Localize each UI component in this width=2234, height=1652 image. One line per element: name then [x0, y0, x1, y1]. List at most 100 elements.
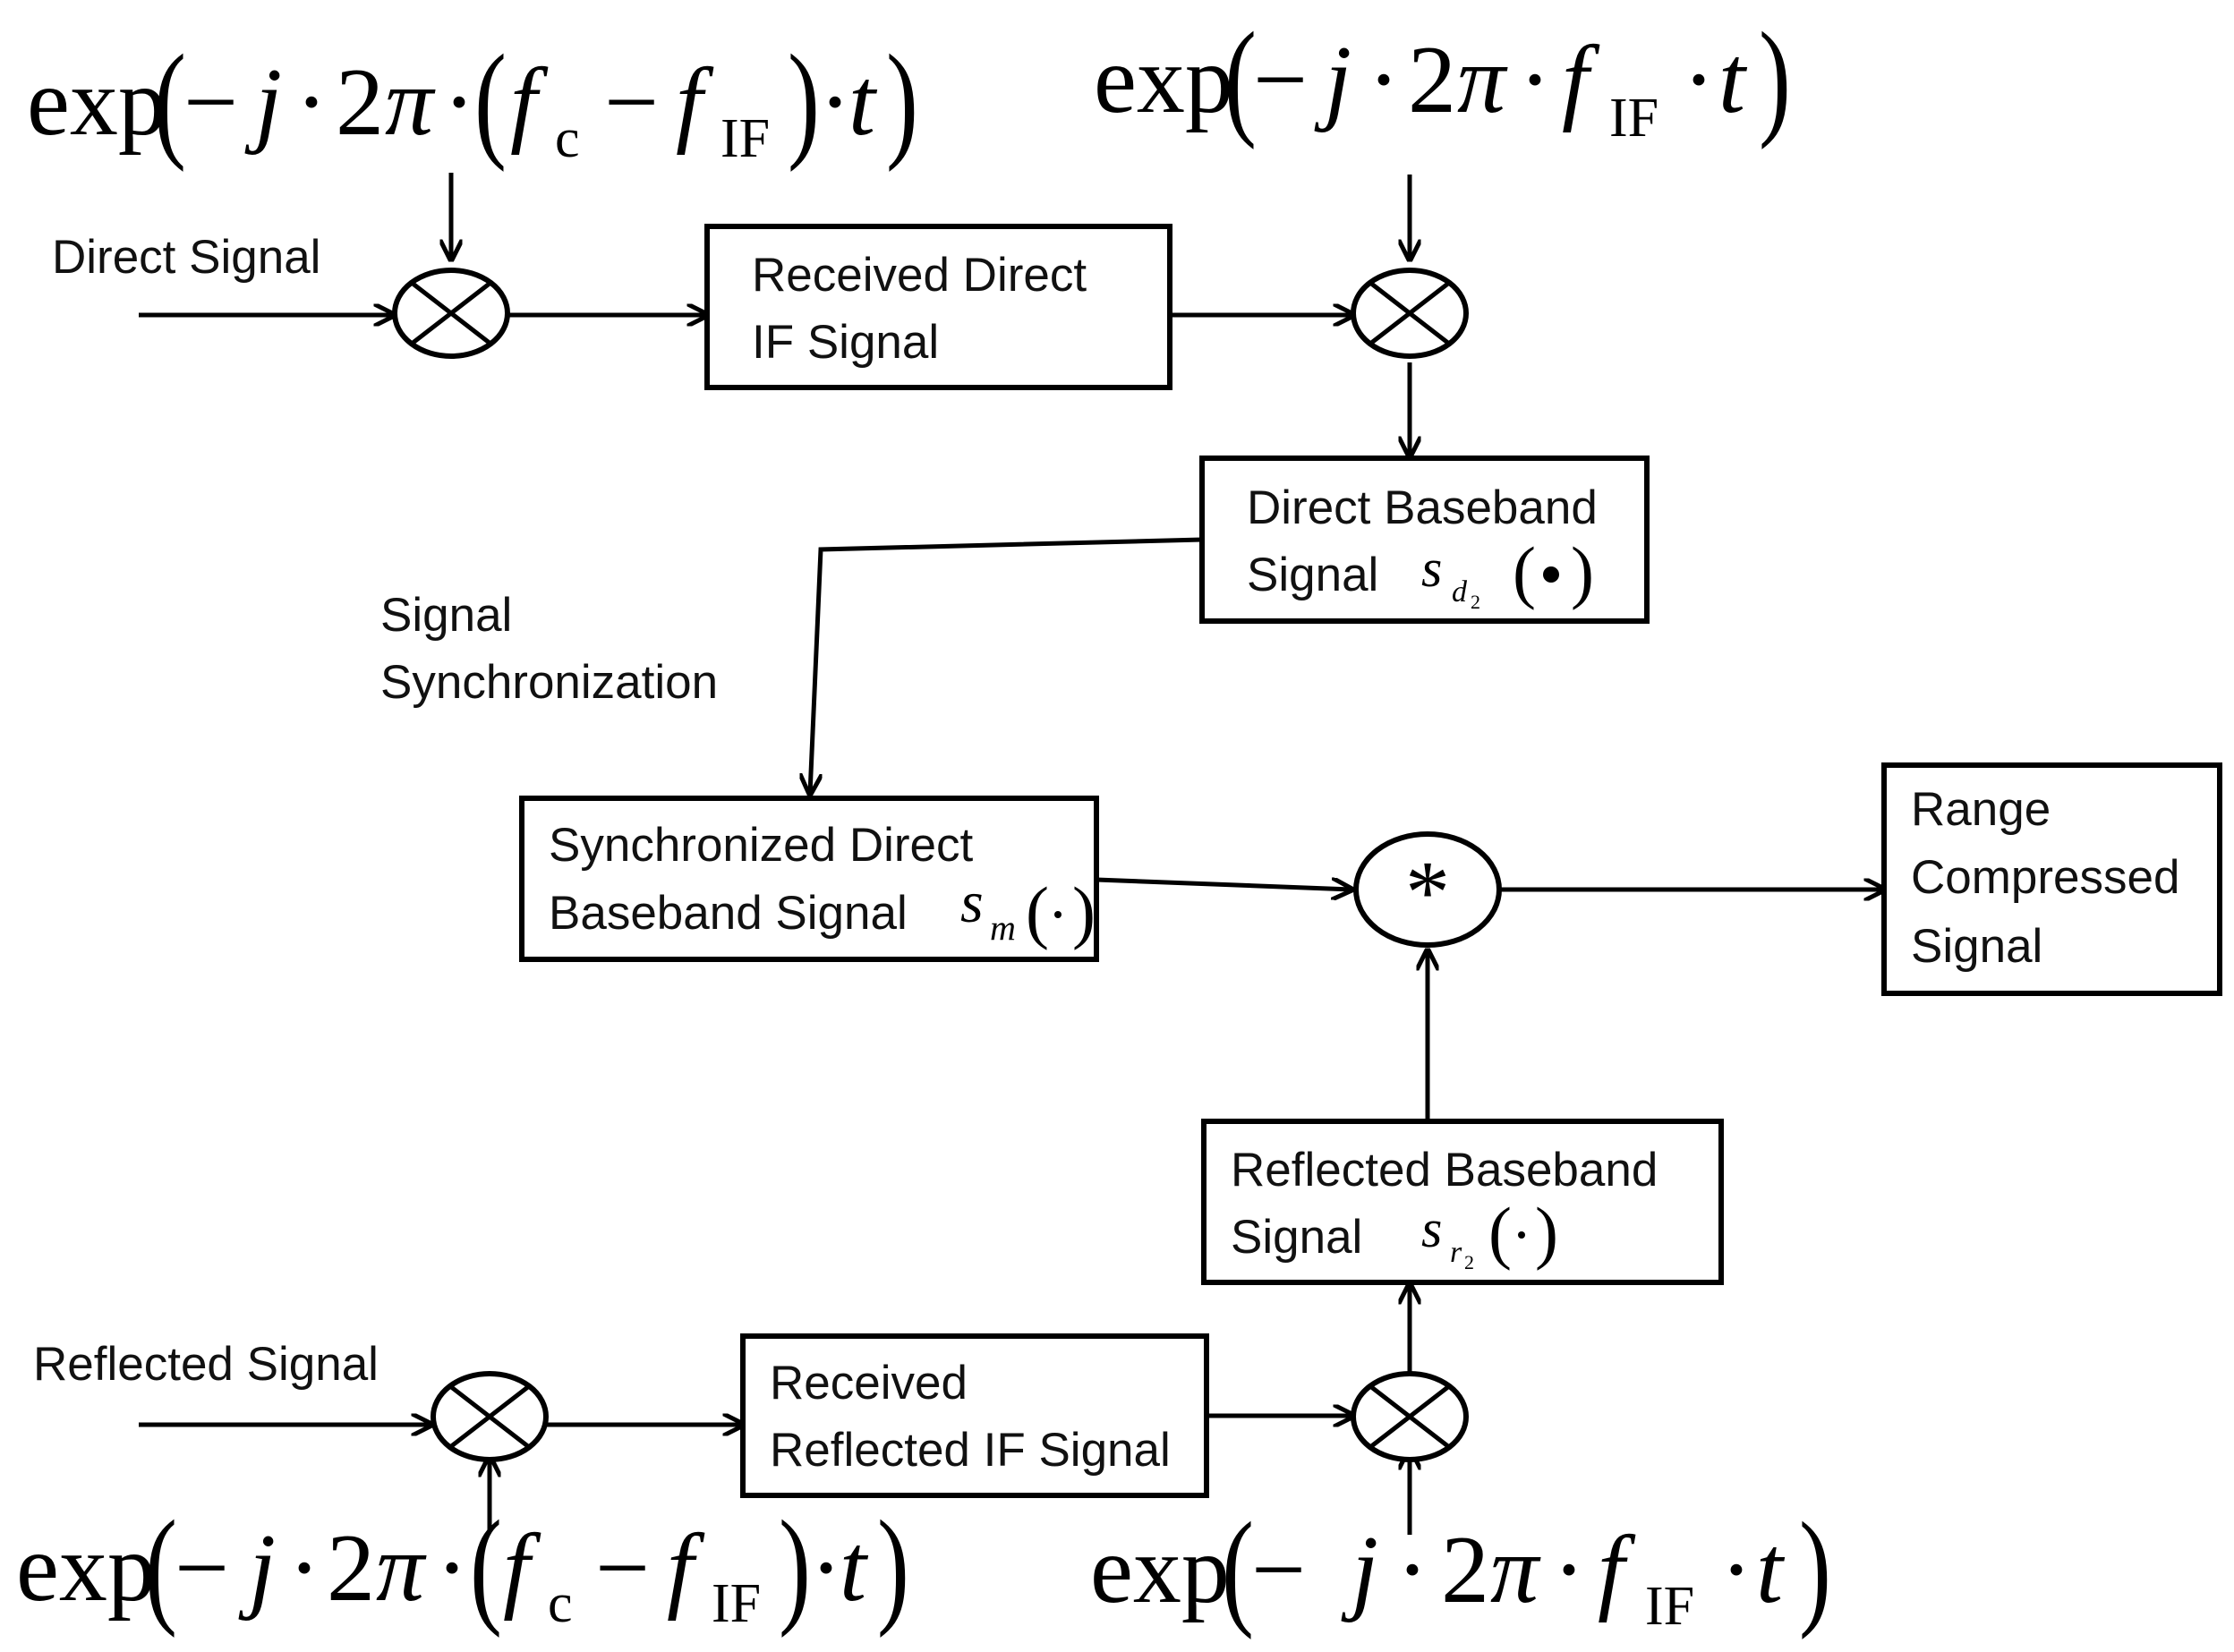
- close-paren: ): [1535, 1193, 1558, 1271]
- if-subscript: IF: [1609, 88, 1658, 149]
- block-label-line2: IF Signal: [752, 316, 939, 369]
- signal-subscript: d: [1452, 575, 1468, 609]
- signal-sub-subscript: 2: [1464, 1251, 1474, 1273]
- t-symbol: t: [1756, 1517, 1786, 1623]
- oscillator-top-right: exp ( − j · 2 π · f IF · t ): [1094, 5, 1791, 149]
- input-label-direct-signal: Direct Signal: [52, 231, 320, 284]
- dot-operator: ·: [1519, 27, 1551, 133]
- mixer-top-right: [1351, 268, 1469, 359]
- minus-sign: −: [183, 49, 238, 156]
- oscillator-top-left: exp ( − j · 2 π · ( f c − f IF ) · t ): [27, 28, 918, 172]
- block-label-line1: Synchronized Direct: [549, 819, 974, 872]
- block-frame: [704, 224, 1172, 390]
- block-label-line1: Range: [1911, 783, 2051, 836]
- exp-text: exp: [1094, 27, 1233, 133]
- dot-operator: ·: [810, 1515, 842, 1622]
- block-label-line2: Compressed: [1911, 851, 2179, 904]
- signal-subscript: m: [990, 907, 1016, 948]
- open-paren: (: [474, 28, 507, 172]
- t-symbol: t: [848, 49, 878, 156]
- dot-operator: ·: [1683, 27, 1715, 133]
- dot-operator: ·: [1553, 1517, 1585, 1623]
- close-paren: ): [877, 1494, 909, 1638]
- j-symbol: j: [1314, 27, 1351, 133]
- open-paren: (: [1224, 5, 1257, 149]
- block-label-line3: Signal: [1911, 920, 2042, 973]
- correlator-ellipse: [1353, 831, 1502, 948]
- minus-sign: −: [175, 1515, 229, 1622]
- two-digit: 2: [327, 1515, 375, 1622]
- dot-operator: ·: [1368, 27, 1400, 133]
- annotation-sync-line1: Signal: [380, 589, 512, 642]
- input-label-reflected-signal: Reflected Signal: [33, 1338, 379, 1391]
- bullet-icon: [1543, 566, 1559, 583]
- cross-icon: [1369, 1384, 1451, 1449]
- mixer-top-left: [392, 268, 510, 359]
- dot-operator: ·: [819, 49, 851, 156]
- connections: [139, 173, 1884, 1535]
- dot-operator: ·: [443, 49, 475, 156]
- j-symbol: j: [238, 1515, 276, 1622]
- if-subscript: IF: [1645, 1576, 1694, 1637]
- block-reflected-baseband: Reflected Baseband Signal s r 2 ( ): [1201, 1119, 1724, 1285]
- dot-operator: ·: [436, 1515, 468, 1622]
- exp-text: exp: [1090, 1517, 1230, 1623]
- block-direct-baseband: Direct Baseband Signal s d 2 ( ): [1199, 456, 1650, 624]
- dot-operator: ·: [1396, 1517, 1428, 1623]
- f-symbol: f: [510, 49, 549, 156]
- pi-symbol: π: [376, 1515, 427, 1622]
- minus-sign: −: [595, 1515, 650, 1622]
- open-paren: (: [470, 1494, 502, 1638]
- block-received-direct-if: Received Direct IF Signal: [704, 224, 1172, 390]
- block-label-line1: Reflected Baseband: [1231, 1144, 1658, 1196]
- block-label-line2: Reflected IF Signal: [770, 1424, 1171, 1477]
- mixer-bottom-right: [1351, 1371, 1469, 1462]
- j-symbol: j: [1341, 1517, 1378, 1623]
- exp-text: exp: [27, 49, 166, 156]
- close-paren: ): [886, 28, 918, 172]
- f-symbol: f: [1598, 1517, 1636, 1623]
- block-label-line2: Signal: [1231, 1211, 1362, 1264]
- f-symbol: f: [1562, 27, 1600, 133]
- block-synchronized-direct: Synchronized Direct Baseband Signal s m …: [519, 796, 1099, 962]
- if-subscript: IF: [712, 1573, 761, 1634]
- minus-sign: −: [1253, 27, 1308, 133]
- block-frame: [1199, 456, 1650, 624]
- signal-symbol: s: [960, 870, 984, 935]
- cross-icon: [448, 1384, 531, 1449]
- arrow-signal-synchronization: [810, 537, 1203, 794]
- signal-symbol: s: [1421, 1199, 1442, 1258]
- close-paren: ): [1072, 873, 1096, 950]
- t-symbol: t: [1718, 27, 1748, 133]
- block-received-reflected-if: Received Reflected IF Signal: [740, 1333, 1209, 1498]
- block-label-line1: Direct Baseband: [1247, 481, 1598, 534]
- dot-operator: ·: [295, 49, 328, 156]
- mixer-bottom-left: [431, 1371, 549, 1462]
- dot-operator: ·: [288, 1515, 320, 1622]
- block-frame: [519, 796, 1099, 962]
- close-paren: ): [1799, 1495, 1831, 1639]
- close-paren: ): [788, 28, 820, 172]
- close-paren: ): [1571, 532, 1594, 610]
- dot-icon: [1518, 1231, 1525, 1239]
- signal-subscript: r: [1450, 1236, 1462, 1269]
- two-digit: 2: [1408, 27, 1456, 133]
- correlation-operator: *: [1405, 842, 1450, 941]
- block-label-line1: Received Direct: [752, 249, 1087, 302]
- open-paren: (: [1222, 1495, 1254, 1639]
- oscillator-bottom-left: exp ( − j · 2 π · ( f c − f IF ) · t ): [16, 1494, 909, 1638]
- oscillator-bottom-right: exp ( − j · 2 π · f IF · t ): [1090, 1495, 1831, 1639]
- two-digit: 2: [1441, 1517, 1489, 1623]
- block-label-line2: Baseband Signal: [549, 887, 908, 940]
- signal-sub-subscript: 2: [1471, 591, 1480, 613]
- c-subscript: c: [555, 108, 580, 169]
- block-label-line2: Signal: [1247, 549, 1378, 601]
- block-frame: [1881, 762, 2222, 996]
- annotation-sync-line2: Synchronization: [380, 656, 718, 709]
- block-frame: [1201, 1119, 1724, 1285]
- correlator: *: [1353, 831, 1502, 948]
- arrow-to-correlator: [1096, 877, 1351, 890]
- c-subscript: c: [548, 1573, 573, 1634]
- exp-text: exp: [16, 1515, 156, 1622]
